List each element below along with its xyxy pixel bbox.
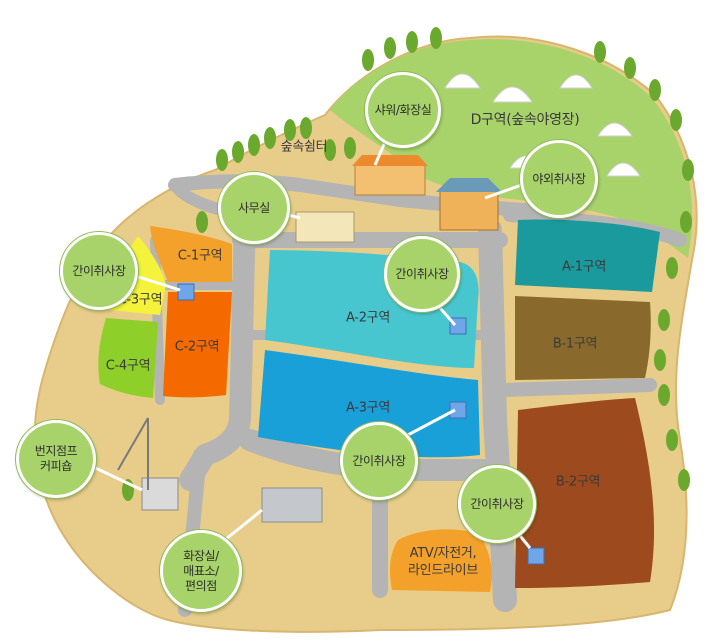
office-bubble[interactable]: 사무실 (218, 172, 290, 244)
bungee-cafe-bubble[interactable]: 번지점프 커피숍 (16, 420, 96, 498)
kitchen-b2-bubble[interactable]: 간이취사장 (458, 465, 536, 543)
zone-a3-label: A-3구역 (346, 400, 390, 416)
zone-b2-label: B-2구역 (555, 474, 601, 490)
forest-shelter-label: 숲속쉼터 (280, 139, 328, 155)
zone-c2-label: C-2구역 (174, 339, 220, 355)
restroom-ticket-bubble[interactable]: 화장실/ 매표소/ 편의점 (160, 530, 242, 612)
zone-c1-label: C-1구역 (177, 248, 223, 264)
tent-icons (444, 73, 641, 177)
zone-a3[interactable] (258, 350, 480, 458)
zone-b2[interactable] (515, 398, 655, 588)
kitchen-a3-bubble[interactable]: 간이취사장 (340, 422, 418, 500)
zone-c4-label: C-4구역 (105, 358, 151, 374)
zone-a1-label: A-1구역 (562, 259, 606, 275)
zone-b1-label: B-1구역 (552, 336, 598, 352)
kitchen-cube-icons (177, 283, 545, 565)
atv-area[interactable] (390, 529, 492, 592)
zone-d-label: D구역(숲속야영장) (470, 112, 580, 128)
zone-c4[interactable] (98, 318, 158, 398)
zone-a2-label: A-2구역 (346, 310, 390, 326)
kitchen-a2-bubble[interactable]: 간이취사장 (384, 236, 460, 312)
zone-a1[interactable] (515, 219, 660, 293)
building-icons (117, 155, 502, 523)
zone-b1[interactable] (515, 296, 651, 380)
kitchen-c-bubble[interactable]: 간이취사장 (60, 232, 138, 310)
tree-icons (122, 27, 694, 501)
atv-label: ATV/자전거, 라인드라이브 (408, 546, 478, 578)
zone-c2[interactable] (163, 292, 232, 398)
zone-c3-label: C-3구역 (117, 292, 163, 308)
shower-bubble[interactable]: 샤워/화장실 (365, 72, 441, 148)
outdoor-kitchen-bubble[interactable]: 야외취사장 (520, 140, 598, 218)
zone-c1[interactable] (150, 226, 232, 282)
